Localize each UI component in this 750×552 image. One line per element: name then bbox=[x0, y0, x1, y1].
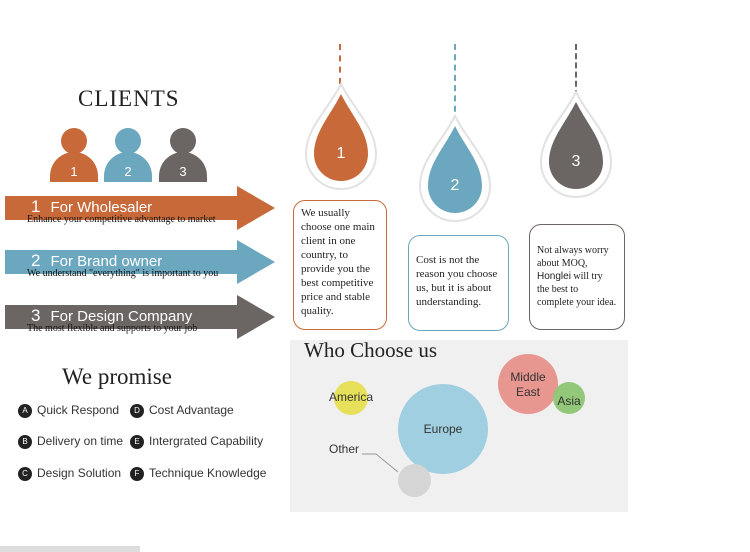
letter-badge-icon: D bbox=[130, 403, 144, 418]
arrow-shaft bbox=[5, 305, 241, 329]
arrow-head-icon bbox=[237, 240, 275, 284]
person-number: 2 bbox=[124, 164, 132, 179]
bubble-label-europe: Europe bbox=[423, 422, 463, 436]
drop-2-icon: 2 bbox=[418, 113, 492, 222]
person-head bbox=[61, 128, 87, 154]
bubble-asia bbox=[553, 382, 585, 414]
drop-1-icon: 1 bbox=[304, 81, 378, 190]
bubble-europe bbox=[398, 384, 488, 474]
brand-name: Honglei bbox=[537, 271, 571, 282]
letter-badge-icon: E bbox=[130, 434, 144, 449]
who-choose-us-title: Who Choose us bbox=[304, 338, 437, 362]
person-number: 1 bbox=[70, 164, 78, 179]
other-leader-line bbox=[362, 453, 399, 473]
drop-1-number: 1 bbox=[337, 145, 346, 162]
bubble-middle-east bbox=[498, 354, 558, 414]
bottom-scroll-strip bbox=[0, 546, 140, 552]
letter-badge-icon: B bbox=[18, 434, 32, 449]
drop-3-number: 3 bbox=[572, 153, 581, 170]
drop-3-card: Not always worry about MOQ, Honglei will… bbox=[529, 224, 625, 330]
arrow-subtitle: Enhance your competitive advantage to ma… bbox=[27, 214, 216, 225]
drop-3-dashed-string bbox=[575, 44, 577, 96]
drop-1-fill bbox=[314, 94, 368, 181]
drop-2-fill bbox=[428, 126, 482, 213]
person-head bbox=[115, 128, 141, 154]
drop-3-icon: 3 bbox=[539, 89, 613, 198]
bubble-label-other: Other bbox=[328, 442, 359, 456]
arrow-head-icon bbox=[237, 295, 275, 339]
bubble-other bbox=[398, 464, 431, 497]
person-head bbox=[170, 128, 196, 154]
client-person-icon-2: 2 bbox=[104, 128, 152, 184]
arrow-head-icon bbox=[237, 186, 275, 230]
letter-badge-icon: A bbox=[18, 403, 32, 418]
clients-title: CLIENTS bbox=[78, 86, 180, 111]
bubble-label-asia: Asia bbox=[557, 394, 581, 408]
arrow-shaft bbox=[5, 250, 241, 274]
drop-3-fill bbox=[549, 102, 603, 189]
client-person-icon-3: 3 bbox=[159, 128, 207, 184]
drop-1-card: We usually choose one main client in one… bbox=[293, 200, 387, 330]
bubble-label-middle-east: Middle East bbox=[510, 370, 546, 399]
arrow-subtitle: We understand "everything" is important … bbox=[27, 268, 219, 279]
drop-2-number: 2 bbox=[451, 177, 460, 194]
bubble-label-america: America bbox=[328, 390, 373, 404]
promise-title: We promise bbox=[62, 364, 172, 389]
letter-badge-icon: C bbox=[18, 466, 32, 481]
arrow-shaft bbox=[5, 196, 241, 220]
arrow-subtitle: The most flexible and supports to your j… bbox=[27, 323, 198, 334]
drop-1-dashed-string bbox=[339, 44, 341, 84]
drop-2-dashed-string bbox=[454, 44, 456, 122]
client-person-icon-1: 1 bbox=[50, 128, 98, 184]
letter-badge-icon: F bbox=[130, 466, 144, 481]
drop-2-card: Cost is not the reason you choose us, bu… bbox=[408, 235, 509, 331]
bubble-america bbox=[334, 381, 368, 415]
person-number: 3 bbox=[179, 164, 187, 179]
